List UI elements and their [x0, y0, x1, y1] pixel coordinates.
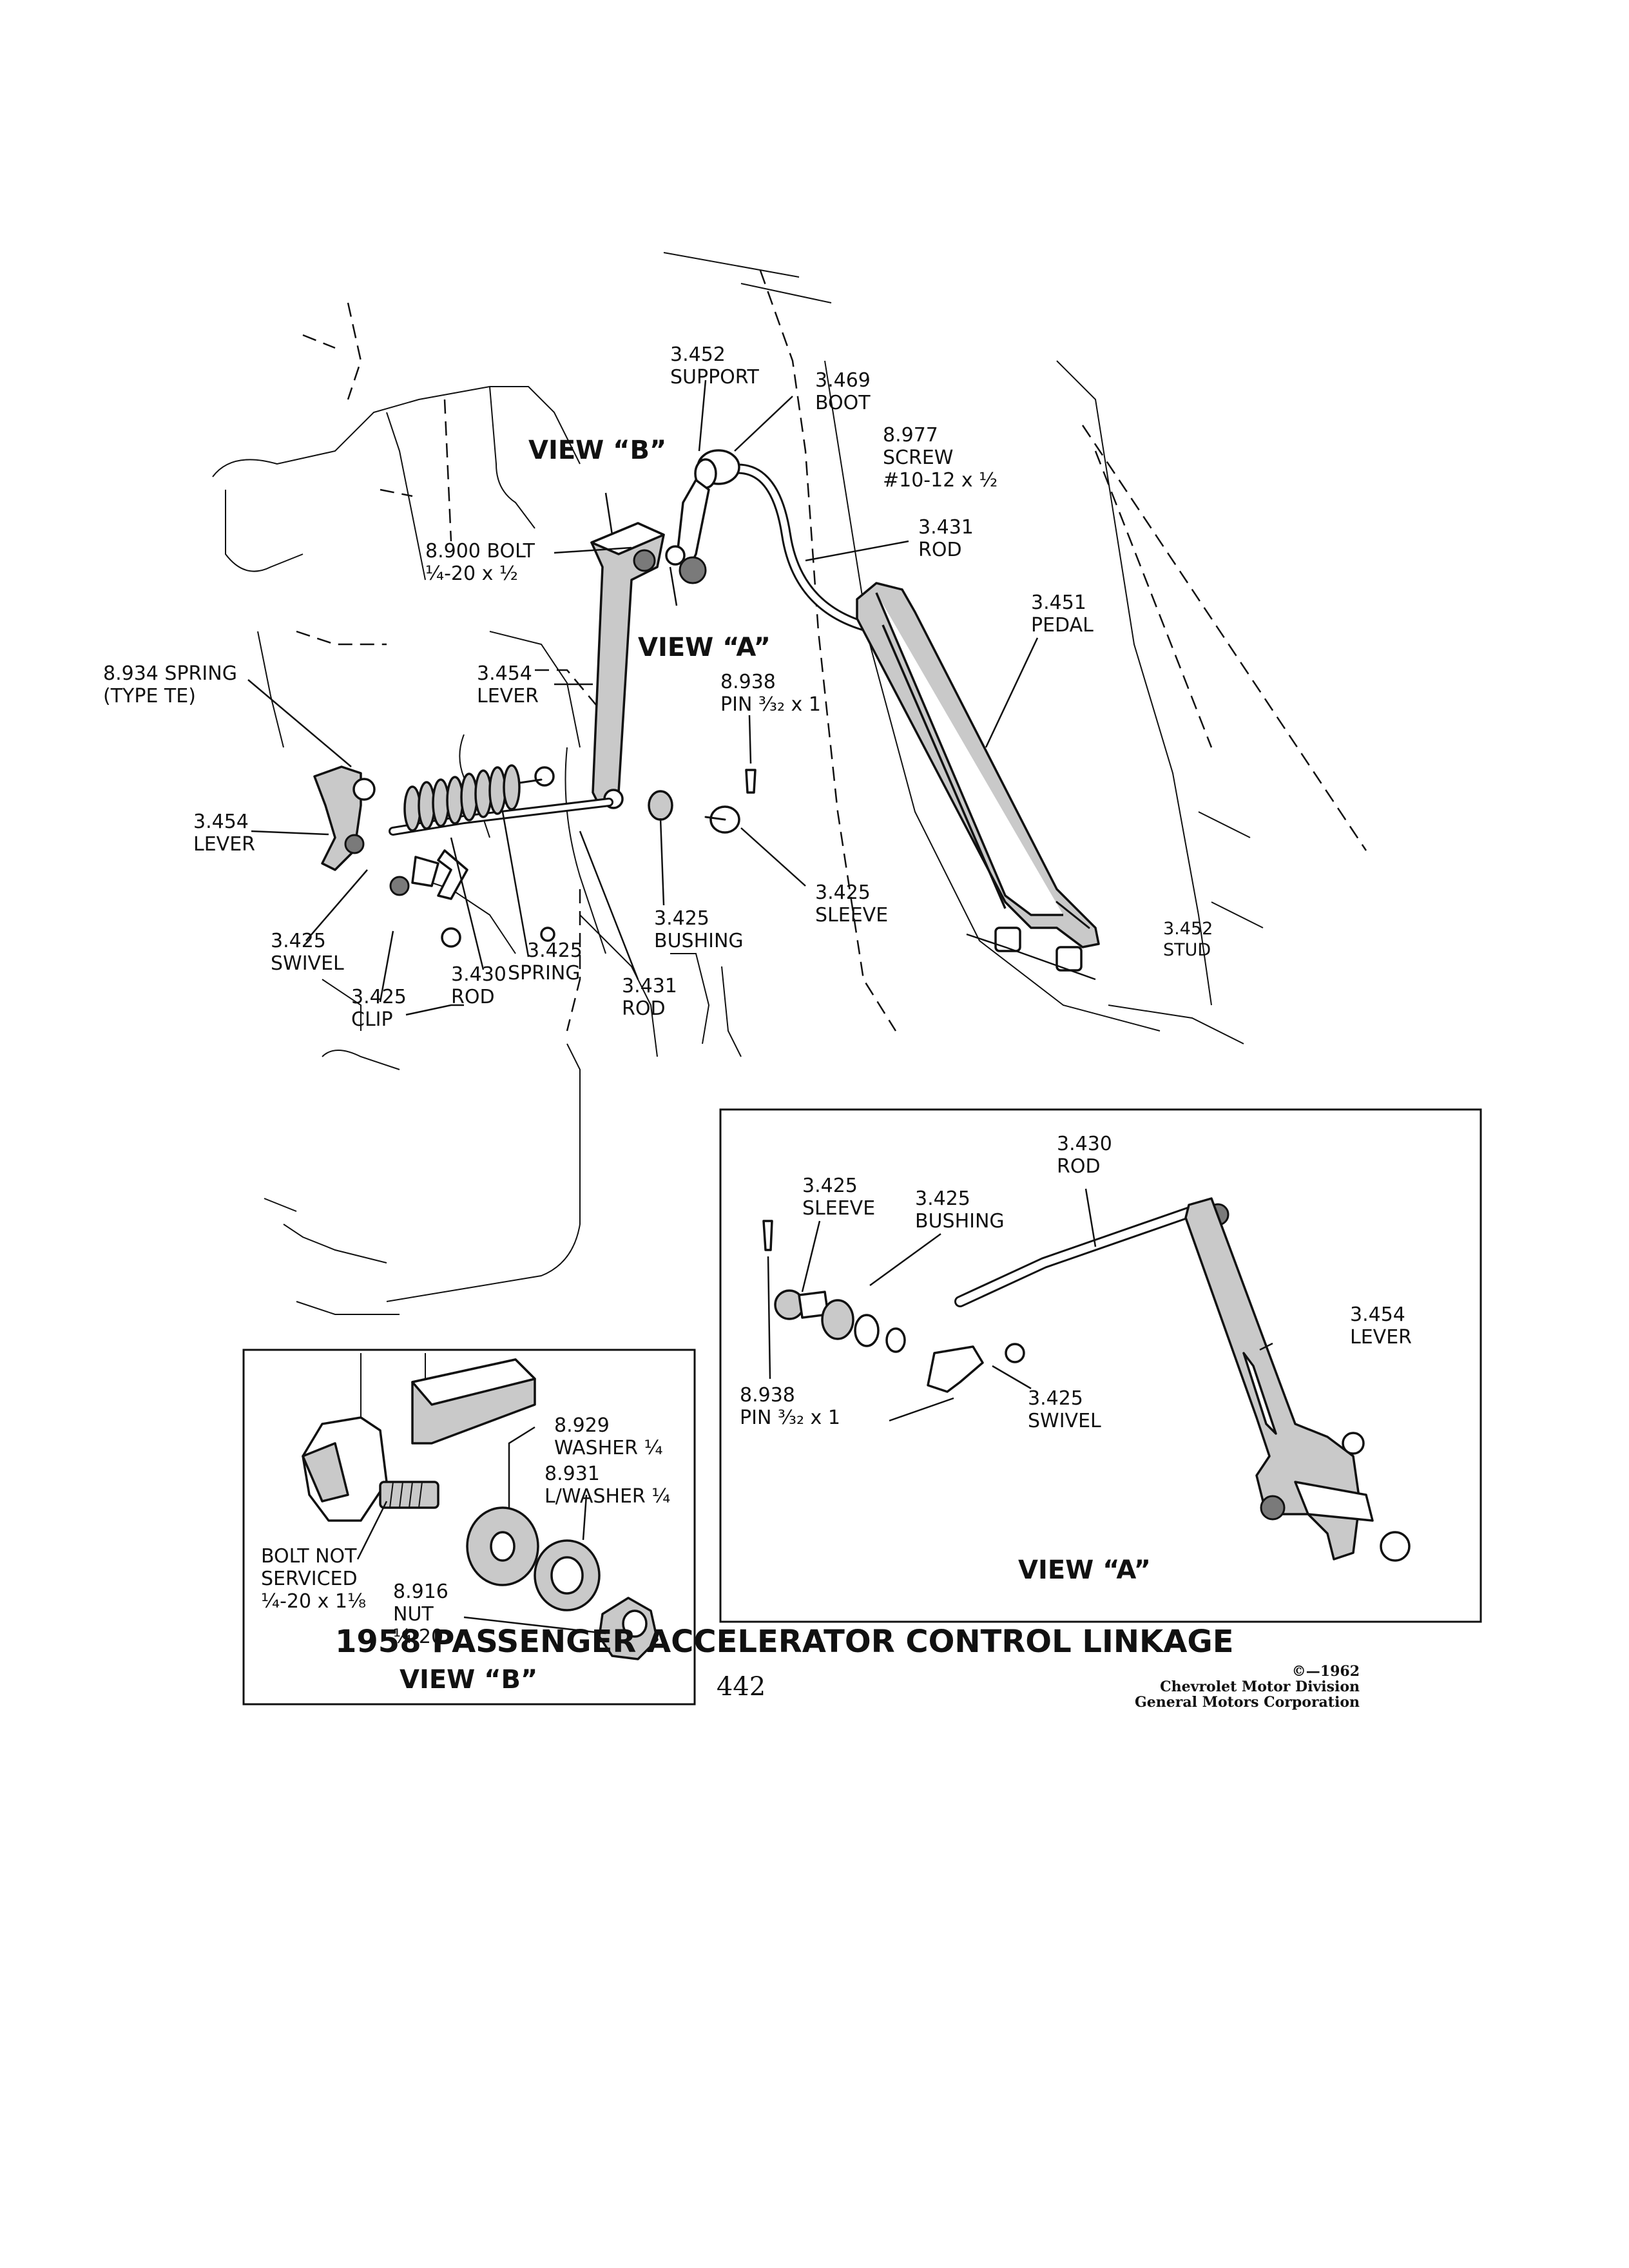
clip-number: 3.425	[351, 986, 407, 1008]
view-b-nut-number: 8.916	[393, 1581, 448, 1603]
view-a-callout: VIEW “A”	[638, 633, 771, 662]
bushing-number: 3.425	[654, 907, 709, 930]
sleeve-number: 3.425	[815, 881, 871, 904]
view-a-lever-number: 3.454	[1350, 1303, 1405, 1326]
rod-430-number: 3.430	[451, 963, 506, 986]
spring-number: 3.425	[527, 939, 583, 962]
clip-3425	[437, 849, 468, 900]
page-title: 1958 PASSENGER ACCELERATOR CONTROL LINKA…	[335, 1624, 1234, 1660]
view-b-nut-size: ¼-20	[393, 1626, 443, 1648]
pin-8938	[745, 769, 757, 794]
view-b-lwasher-name: L/WASHER ¼	[545, 1485, 670, 1508]
view-b-nut-name: NUT	[393, 1603, 434, 1626]
spring-te-number-name: 8.934 SPRING	[103, 662, 237, 685]
lever-left-name: LEVER	[193, 833, 255, 856]
view-b-callout: VIEW “B”	[528, 436, 666, 465]
view-a-pin-size: PIN ³⁄₃₂ x 1	[740, 1407, 840, 1429]
screw-name: SCREW	[883, 447, 953, 469]
pin-size: PIN ³⁄₃₂ x 1	[720, 693, 821, 716]
bolt-number-name: 8.900 BOLT	[425, 540, 535, 562]
view-a-pin-number: 8.938	[740, 1384, 795, 1407]
screw-number: 8.977	[883, 424, 938, 447]
rod-430-name: ROD	[451, 986, 495, 1008]
view-a-lever-name: LEVER	[1350, 1326, 1412, 1349]
view-b-washer-number: 8.929	[554, 1414, 610, 1437]
support-name: SUPPORT	[670, 366, 759, 389]
view-a-title: VIEW “A”	[1018, 1555, 1151, 1585]
view-a-bushing-name: BUSHING	[915, 1210, 1005, 1233]
view-a-swivel-name: SWIVEL	[1028, 1410, 1101, 1432]
view-a-bushing-number: 3.425	[915, 1187, 970, 1210]
stud-number: 3.452	[1163, 919, 1213, 939]
page-number: 442	[716, 1672, 766, 1702]
view-b-inset: 8.929 WASHER ¼ 8.931 L/WASHER ¼ BOLT NOT…	[242, 1349, 696, 1706]
pedal-number: 3.451	[1031, 591, 1086, 614]
boot-name: BOOT	[815, 392, 871, 414]
spring-3425	[403, 764, 521, 832]
bolt-size: ¼-20 x ½	[425, 562, 518, 585]
clip-name: CLIP	[351, 1008, 393, 1031]
view-a-swivel	[927, 1345, 984, 1393]
support-number: 3.452	[670, 343, 726, 366]
view-a-sleeve-number: 3.425	[802, 1175, 858, 1197]
copyright-corporation: General Motors Corporation	[1134, 1694, 1360, 1711]
pedal-3451	[856, 582, 1100, 948]
pin-number: 8.938	[720, 671, 776, 693]
boot-number: 3.469	[815, 369, 871, 392]
view-b-washer-name: WASHER ¼	[554, 1437, 663, 1459]
rod-top-name: ROD	[918, 539, 962, 561]
copyright-year: ©—1962	[1291, 1663, 1360, 1680]
lever-left-number: 3.454	[193, 811, 249, 833]
view-a-lever	[1184, 1197, 1361, 1561]
rod-431-name: ROD	[622, 997, 666, 1020]
swivel-name: SWIVEL	[271, 952, 344, 975]
spring-te-type: (TYPE TE)	[103, 685, 196, 707]
main-leaders	[247, 380, 1039, 1016]
copyright-notice: ©—1962 Chevrolet Motor Division General …	[1063, 1664, 1360, 1710]
screw-size: #10-12 x ½	[883, 469, 998, 492]
view-a-bushing	[821, 1299, 854, 1340]
pedal-name: PEDAL	[1031, 614, 1094, 637]
lever-upper-number: 3.454	[477, 662, 532, 685]
view-a-rod-name: ROD	[1057, 1155, 1101, 1178]
spring-name: SPRING	[508, 962, 581, 985]
main-labels: 3.452 SUPPORT 3.469 BOOT 8.977 SCREW #10…	[103, 343, 1213, 1031]
view-b-bolt-line2: SERVICED	[261, 1568, 358, 1590]
view-b-bolt-size: ¼-20 x 1⅛	[261, 1590, 366, 1613]
view-b-lwasher-number: 8.931	[545, 1463, 600, 1485]
swivel-3425	[411, 856, 439, 887]
view-b-title: VIEW “B”	[400, 1665, 537, 1695]
rod-top-number: 3.431	[918, 516, 974, 539]
vehicle-body-outline	[212, 252, 1367, 1315]
lever-upper-name: LEVER	[477, 685, 539, 707]
swivel-number: 3.425	[271, 930, 326, 952]
rod-431-number: 3.431	[622, 975, 677, 997]
stud-name: STUD	[1163, 940, 1211, 960]
linkage-parts	[313, 449, 1100, 981]
bushing-3425	[648, 790, 673, 821]
view-b-bolt-line1: BOLT NOT	[261, 1545, 357, 1568]
lever-3454-left	[313, 765, 362, 871]
sleeve-name: SLEEVE	[815, 904, 888, 927]
copyright-division: Chevrolet Motor Division	[1160, 1678, 1360, 1695]
view-a-sleeve-name: SLEEVE	[802, 1197, 875, 1220]
view-a-inset: 3.430 ROD 3.425 SLEEVE 3.425 BUSHING 3.4…	[719, 1108, 1482, 1623]
bushing-name: BUSHING	[654, 930, 744, 952]
view-a-rod-number: 3.430	[1057, 1133, 1112, 1155]
view-a-pin	[762, 1220, 773, 1251]
view-a-swivel-number: 3.425	[1028, 1387, 1083, 1410]
